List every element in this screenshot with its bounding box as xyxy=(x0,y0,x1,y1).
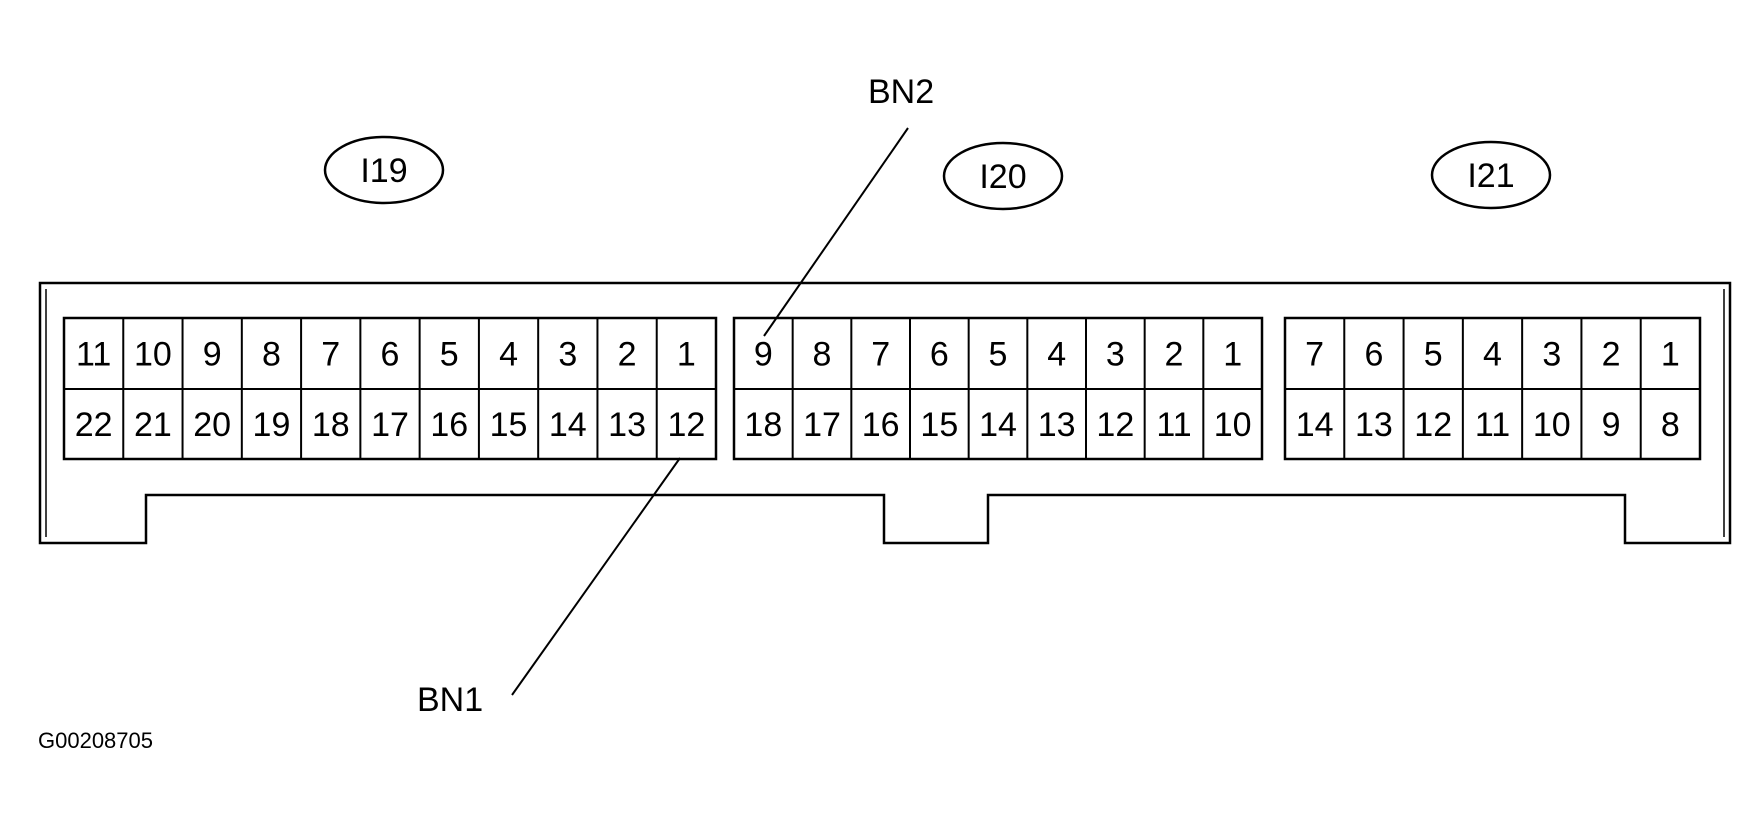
connector-label-i20: I20 xyxy=(942,141,1064,211)
pin-number: 3 xyxy=(1542,336,1561,374)
bn1-leader-line xyxy=(511,457,681,696)
pin-number: 5 xyxy=(989,336,1008,374)
connector-label-text: I21 xyxy=(1467,157,1514,195)
pin-number: 13 xyxy=(1038,406,1076,444)
pin-number: 4 xyxy=(1047,336,1066,374)
pin-number: 13 xyxy=(608,406,646,444)
connector-housing xyxy=(38,281,1732,545)
pin-number: 1 xyxy=(677,336,696,374)
pin-number: 10 xyxy=(1214,406,1252,444)
pin-number: 10 xyxy=(134,336,172,374)
pin-number: 1 xyxy=(1661,336,1680,374)
label-ellipse xyxy=(323,135,445,205)
pin-number: 15 xyxy=(920,406,958,444)
pin-number: 3 xyxy=(558,336,577,374)
pin-number: 6 xyxy=(930,336,949,374)
connector-label-i21: I21 xyxy=(1430,140,1552,210)
pin-number: 2 xyxy=(1165,336,1184,374)
callout-bn2: BN2 xyxy=(868,73,934,111)
callout-bn1: BN1 xyxy=(417,681,483,719)
pin-number: 19 xyxy=(253,406,291,444)
pin-number: 14 xyxy=(549,406,587,444)
pin-number: 18 xyxy=(744,406,782,444)
pin-number: 22 xyxy=(75,406,113,444)
pin-number: 11 xyxy=(1156,406,1191,444)
pin-number: 7 xyxy=(871,336,890,374)
pin-number: 9 xyxy=(203,336,222,374)
connector-label-text: I20 xyxy=(979,158,1026,196)
pin-number: 6 xyxy=(381,336,400,374)
pin-number: 5 xyxy=(1424,336,1443,374)
pin-number: 21 xyxy=(134,406,172,444)
pin-number: 7 xyxy=(321,336,340,374)
pin-grid-i20: 9 8 7 6 5 4 3 2 1 18 17 16 15 14 13 12 11 10 xyxy=(732,316,1264,461)
pin-number: 8 xyxy=(813,336,832,374)
pin-number: 11 xyxy=(1475,406,1510,444)
pin-number: 9 xyxy=(1602,406,1621,444)
label-ellipse xyxy=(942,141,1064,211)
connector-label-text: I19 xyxy=(360,152,407,190)
pin-number: 9 xyxy=(754,336,773,374)
pin-number: 17 xyxy=(803,406,841,444)
pin-number: 7 xyxy=(1305,336,1324,374)
pin-number: 12 xyxy=(1414,406,1452,444)
pin-number: 16 xyxy=(862,406,900,444)
pin-number: 6 xyxy=(1364,336,1383,374)
pin-number: 2 xyxy=(1602,336,1621,374)
pin-number: 2 xyxy=(618,336,637,374)
pin-number: 8 xyxy=(1661,406,1680,444)
pin-grid-i21: 7 6 5 4 3 2 1 14 13 12 11 10 9 8 xyxy=(1283,316,1702,461)
pin-number: 14 xyxy=(979,406,1017,444)
pin-number: 15 xyxy=(490,406,528,444)
pin-number: 12 xyxy=(1096,406,1134,444)
pin-number: 5 xyxy=(440,336,459,374)
bn2-leader-line xyxy=(763,127,909,337)
pin-number: 17 xyxy=(371,406,409,444)
pin-number: 4 xyxy=(499,336,518,374)
pin-number: 18 xyxy=(312,406,350,444)
pin-number: 16 xyxy=(430,406,468,444)
connector-label-i19: I19 xyxy=(323,135,445,205)
pin-number: 13 xyxy=(1355,406,1393,444)
pin-number: 14 xyxy=(1296,406,1334,444)
figure-code: G00208705 xyxy=(38,728,153,753)
pin-number: 20 xyxy=(193,406,231,444)
pin-number: 11 xyxy=(76,336,111,374)
pin-number: 10 xyxy=(1533,406,1571,444)
pin-number: 8 xyxy=(262,336,281,374)
label-ellipse xyxy=(1430,140,1552,210)
pin-number: 1 xyxy=(1223,336,1242,374)
pin-number: 12 xyxy=(667,406,705,444)
pin-number: 4 xyxy=(1483,336,1502,374)
pin-number: 3 xyxy=(1106,336,1125,374)
